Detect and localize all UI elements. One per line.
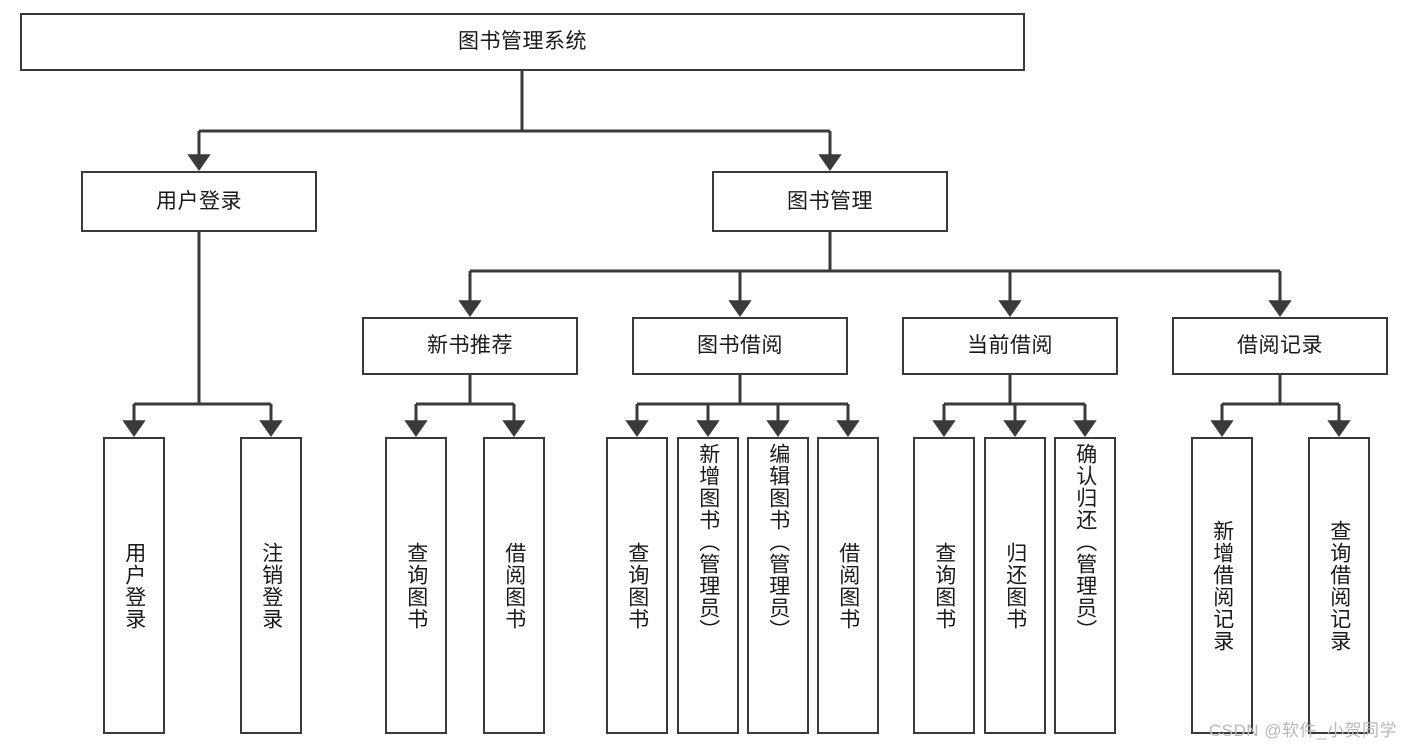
node-user-login-label: 用户登录 xyxy=(156,189,242,213)
node-borrow-record[interactable]: 借阅记录 xyxy=(1172,317,1388,375)
leaf-newbook-borrow-book-label: 借阅图书 xyxy=(502,541,526,630)
node-borrow-record-label: 借阅记录 xyxy=(1237,334,1323,358)
csdn-watermark: CSDN @软件_小贺同学 xyxy=(1208,721,1397,740)
leaf-borrow-edit-book-admin[interactable]: 编辑图书（管理员） xyxy=(747,437,809,734)
leaf-borrow-lend-book-label: 借阅图书 xyxy=(836,541,860,630)
leaf-borrow-add-book-admin[interactable]: 新增图书（管理员） xyxy=(677,437,739,734)
node-book-borrow[interactable]: 图书借阅 xyxy=(632,317,848,375)
leaf-current-query-book-label: 查询图书 xyxy=(932,541,956,630)
leaf-user-login[interactable]: 用户登录 xyxy=(103,437,165,734)
node-book-borrow-label: 图书借阅 xyxy=(697,334,783,358)
leaf-newbook-query-book[interactable]: 查询图书 xyxy=(385,437,447,734)
leaf-current-query-book[interactable]: 查询图书 xyxy=(913,437,975,734)
node-root-system-label: 图书管理系统 xyxy=(458,30,587,54)
leaf-borrow-add-book-admin-label: 新增图书（管理员） xyxy=(696,443,720,641)
leaf-record-add-record-label: 新增借阅记录 xyxy=(1210,519,1234,652)
node-new-book-recommend[interactable]: 新书推荐 xyxy=(362,317,578,375)
node-current-borrow-label: 当前借阅 xyxy=(967,334,1053,358)
leaf-newbook-query-book-label: 查询图书 xyxy=(404,541,428,630)
node-root-system[interactable]: 图书管理系统 xyxy=(20,13,1025,71)
leaf-current-return-book-label: 归还图书 xyxy=(1003,541,1027,630)
node-book-management[interactable]: 图书管理 xyxy=(712,171,948,232)
node-book-management-label: 图书管理 xyxy=(787,189,873,213)
leaf-user-logout-label: 注销登录 xyxy=(259,541,283,630)
leaf-user-logout[interactable]: 注销登录 xyxy=(240,437,302,734)
leaf-current-confirm-return-admin-label: 确认归还（管理员） xyxy=(1073,443,1097,641)
node-user-login[interactable]: 用户登录 xyxy=(81,171,317,232)
leaf-newbook-borrow-book[interactable]: 借阅图书 xyxy=(483,437,545,734)
leaf-borrow-query-book[interactable]: 查询图书 xyxy=(606,437,668,734)
node-current-borrow[interactable]: 当前借阅 xyxy=(902,317,1118,375)
leaf-record-query-record-label: 查询借阅记录 xyxy=(1327,519,1351,652)
node-new-book-recommend-label: 新书推荐 xyxy=(427,334,513,358)
leaf-current-return-book[interactable]: 归还图书 xyxy=(984,437,1046,734)
leaf-user-login-label: 用户登录 xyxy=(122,541,146,630)
leaf-current-confirm-return-admin[interactable]: 确认归还（管理员） xyxy=(1054,437,1116,734)
leaf-borrow-lend-book[interactable]: 借阅图书 xyxy=(817,437,879,734)
leaf-record-add-record[interactable]: 新增借阅记录 xyxy=(1191,437,1253,734)
leaf-borrow-query-book-label: 查询图书 xyxy=(625,541,649,630)
leaf-borrow-edit-book-admin-label: 编辑图书（管理员） xyxy=(766,443,790,641)
leaf-record-query-record[interactable]: 查询借阅记录 xyxy=(1308,437,1370,734)
